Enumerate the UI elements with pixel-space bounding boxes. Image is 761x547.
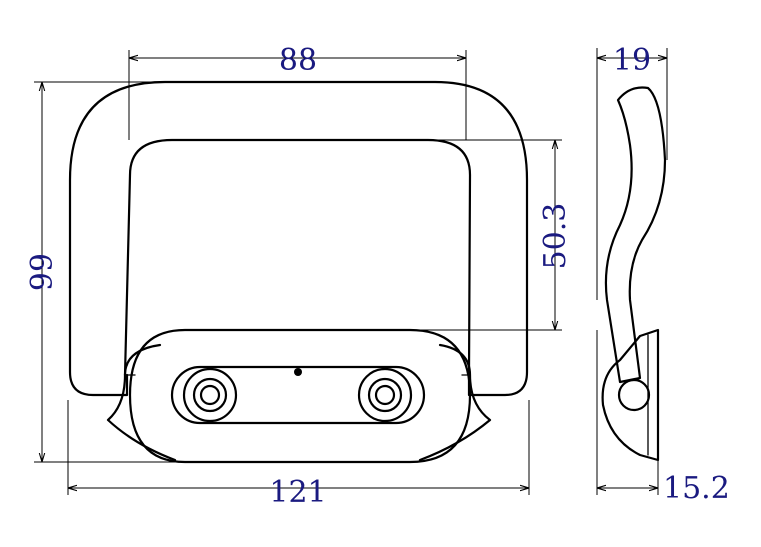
base-recess [170,365,426,425]
dim-top-width: 88 [279,43,317,78]
dimensions: 88 99 50.3 121 19 15.2 [25,43,730,510]
pivot-dot [294,368,302,376]
right-screw [357,367,413,423]
left-flange [106,343,177,462]
handle-inner-outline [123,138,472,377]
side-handle-arm [604,86,667,384]
dim-base-width: 121 [269,475,326,510]
dim-side-top-width: 19 [613,43,651,78]
handle-outer-outline [68,80,529,397]
front-view [68,80,529,464]
right-flange [418,343,492,462]
dim-inner-height: 50.3 [538,203,573,270]
side-view [601,86,667,462]
side-mount-plate [601,328,660,462]
side-pivot [617,378,651,412]
dim-side-base-width: 15.2 [663,471,730,506]
base-plate [128,328,472,464]
dim-overall-height: 99 [25,253,60,291]
left-screw [182,367,238,423]
